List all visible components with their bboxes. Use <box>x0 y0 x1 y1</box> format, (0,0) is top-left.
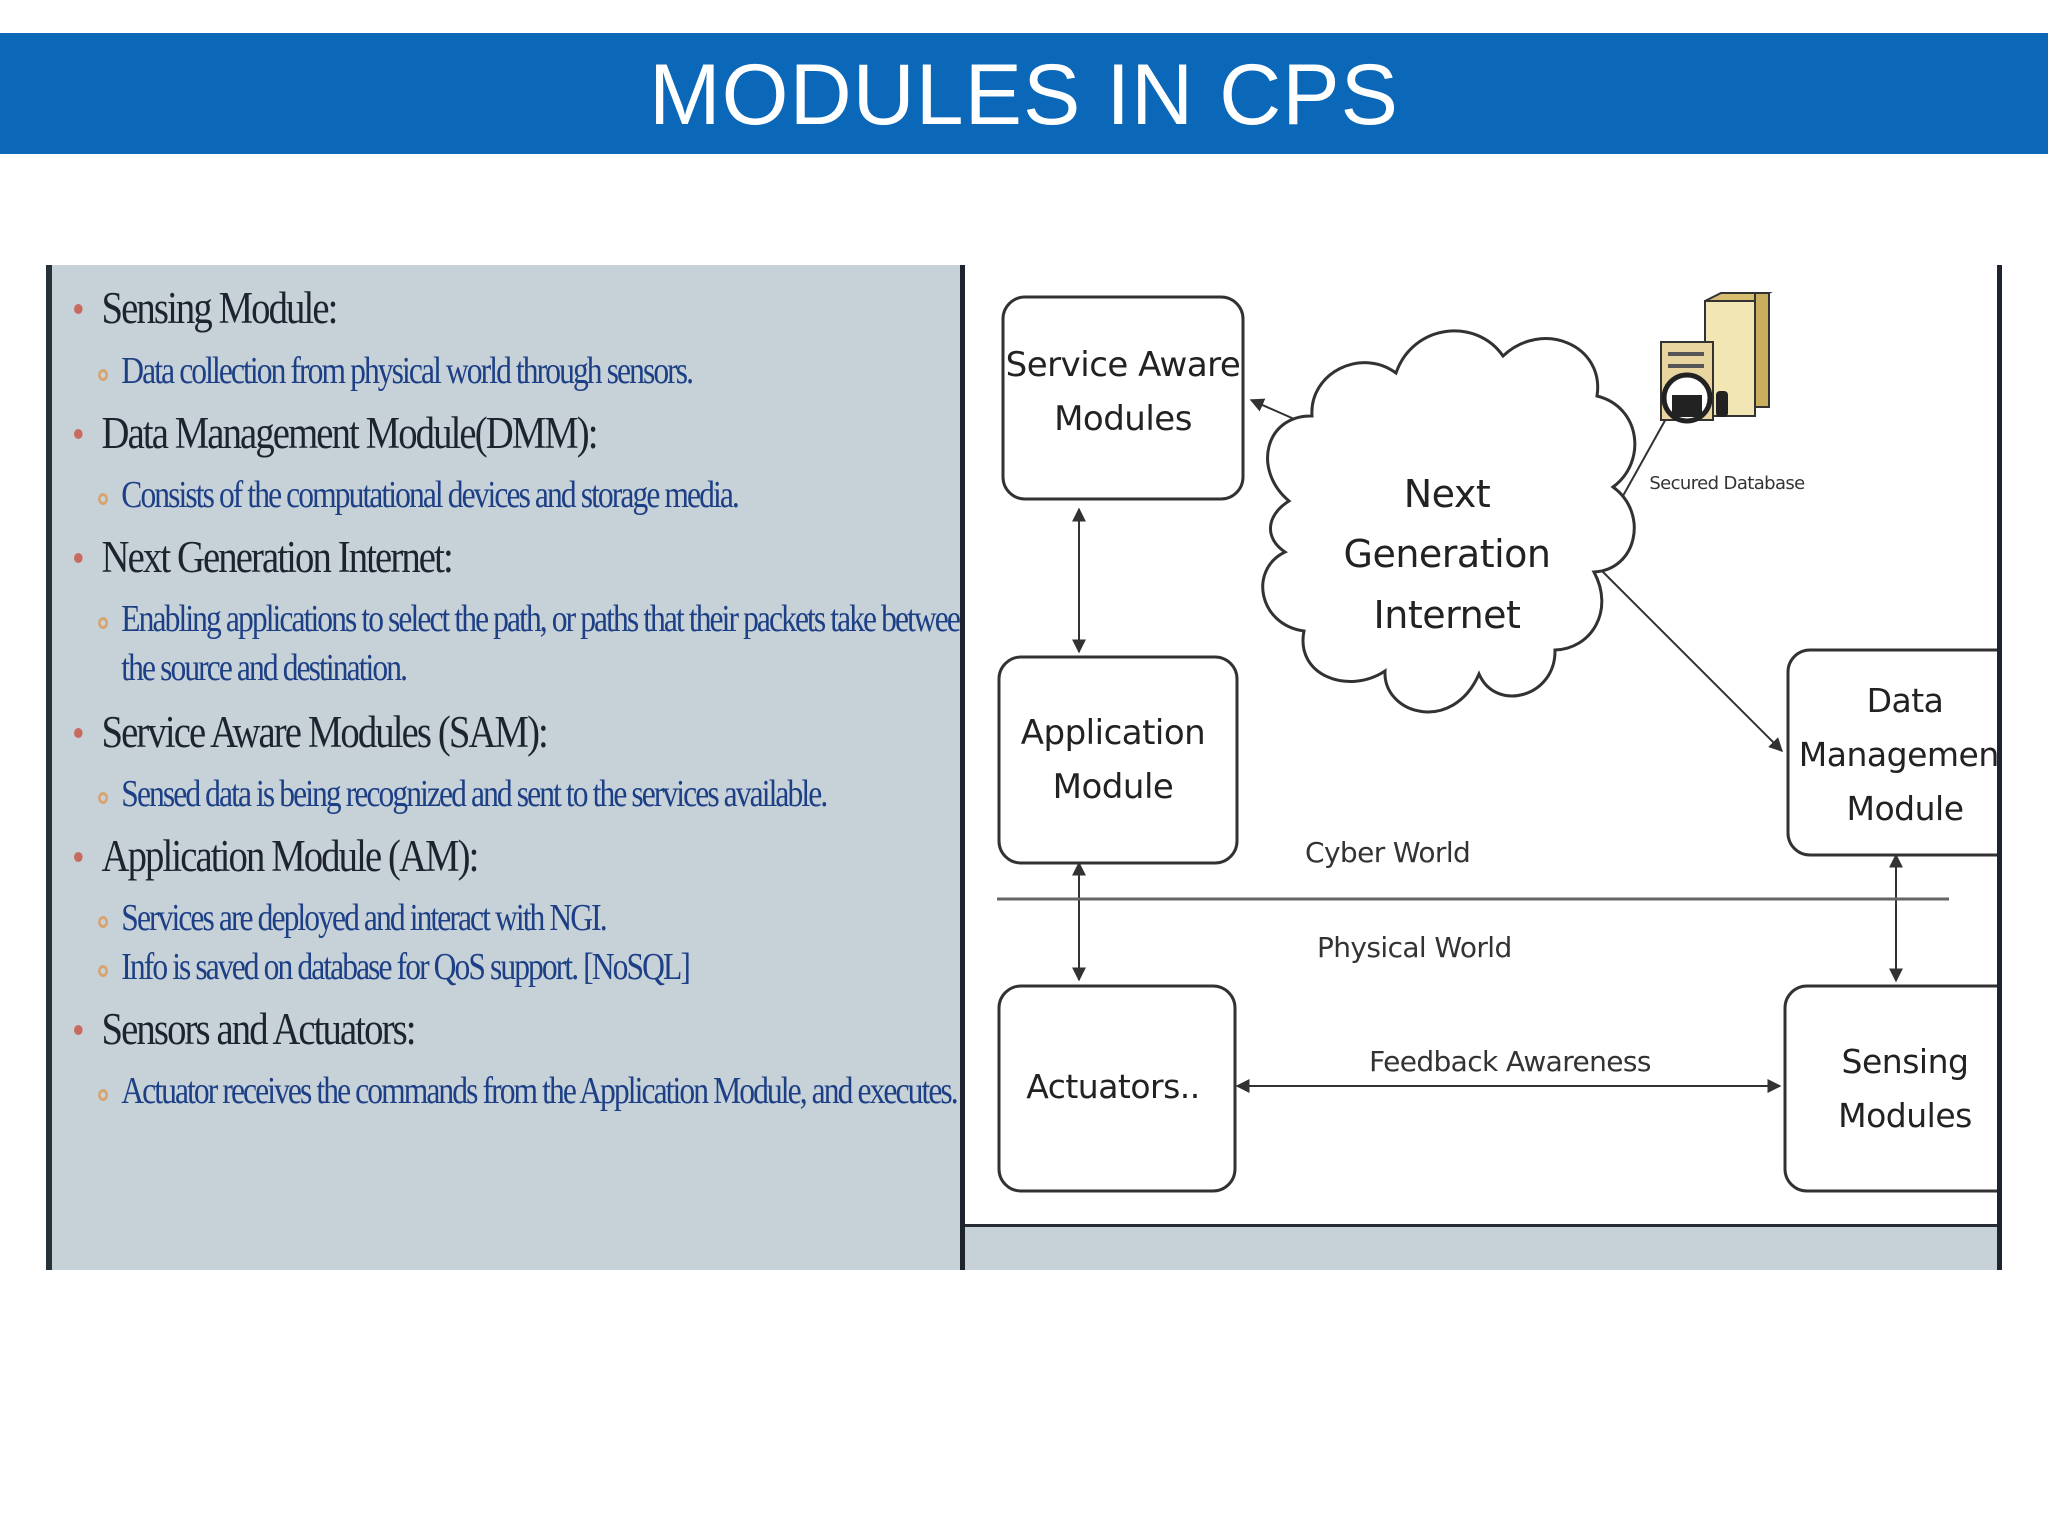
database-lock-body-icon <box>1672 395 1702 417</box>
secured-database-icon: Secured Database <box>1649 292 1806 494</box>
sensors-actuators-heading: Sensors and Actuators: <box>74 1004 960 1055</box>
service-aware-title: Service Aware Modules (SAM): <box>101 707 549 757</box>
application-module-description: Services are deployed and interact with … <box>121 897 607 939</box>
cloud-label-line-three: Internet <box>1374 593 1521 637</box>
sub-bullet-icon <box>98 965 109 977</box>
data-management-module-box: Data Management Module <box>1786 648 1997 857</box>
sensors-actuators-title: Sensors and Actuators: <box>101 1004 417 1054</box>
sensing-module-detail: Data collection from physical world thro… <box>74 347 951 396</box>
service-aware-heading: Service Aware Modules (SAM): <box>74 707 960 758</box>
slide-title: MODULES IN CPS <box>649 46 1399 143</box>
data-management-detail: Consists of the computational devices an… <box>74 471 951 520</box>
main-bullet-icon <box>74 1025 83 1035</box>
physical-world-label: Physical World <box>1317 931 1512 964</box>
sub-bullet-icon <box>98 617 109 629</box>
sensing-module-title: Sensing Module: <box>101 283 339 333</box>
sensing-label-line-one: Sensing <box>1842 1042 1969 1081</box>
secured-database-label: Secured Database <box>1649 473 1805 494</box>
data-management-label-line-one: Data <box>1867 681 1944 720</box>
sensors-actuators-description: Actuator receives the commands from the … <box>121 1070 958 1112</box>
application-module-box: Application Module <box>997 655 1239 865</box>
module-description-panel: Sensing Module: Data collection from phy… <box>46 265 960 1270</box>
sensing-module-heading: Sensing Module: <box>74 283 960 334</box>
service-aware-box-shape <box>1001 295 1245 501</box>
service-aware-detail: Sensed data is being recognized and sent… <box>74 770 951 819</box>
cloud-label-line-one: Next <box>1404 472 1491 516</box>
cloud-label-line-two: Generation <box>1344 532 1551 576</box>
title-bar: MODULES IN CPS <box>0 33 2048 154</box>
actuators-box-shape <box>997 984 1237 1193</box>
service-aware-label-line-two: Modules <box>1054 399 1192 439</box>
next-generation-detail: Enabling applications to select the path… <box>74 595 960 693</box>
data-management-box-shape <box>1786 648 1997 857</box>
cloud-data-management-arrow <box>1589 558 1783 752</box>
data-management-title: Data Management Module(DMM): <box>101 408 599 458</box>
application-label-line-one: Application <box>1021 713 1205 753</box>
sub-bullet-icon <box>98 916 109 928</box>
sensing-module-description: Data collection from physical world thro… <box>121 350 694 392</box>
cps-architecture-diagram: Service Aware Modules Application Module… <box>965 265 1997 1270</box>
service-aware-modules-box: Service Aware Modules <box>1001 295 1245 501</box>
content-frame: Sensing Module: Data collection from phy… <box>46 265 2002 1270</box>
service-aware-description: Sensed data is being recognized and sent… <box>121 773 828 815</box>
database-slot-icon <box>1668 364 1704 368</box>
data-management-label-line-two: Management <box>1799 735 1997 774</box>
diagram-bottom-strip <box>965 1224 1997 1270</box>
next-generation-heading: Next Generation Internet: <box>74 532 960 583</box>
actuators-box: Actuators.. <box>997 984 1237 1193</box>
application-module-heading: Application Module (AM): <box>74 831 960 882</box>
main-bullet-icon <box>74 728 83 738</box>
cyber-world-label: Cyber World <box>1305 836 1470 869</box>
database-server-side-icon <box>1754 292 1770 408</box>
sensing-box-shape <box>1783 984 1997 1193</box>
application-box-shape <box>997 655 1239 865</box>
next-generation-description: Enabling applications to select the path… <box>121 598 960 689</box>
main-bullet-icon <box>74 429 83 439</box>
sub-bullet-icon <box>98 369 109 381</box>
actuators-label: Actuators.. <box>1026 1067 1200 1106</box>
data-management-description: Consists of the computational devices an… <box>121 474 740 516</box>
sub-bullet-icon <box>98 493 109 505</box>
application-module-title: Application Module (AM): <box>101 831 480 881</box>
application-module-detail: Services are deployed and interact with … <box>74 894 951 943</box>
cloud-outline-icon <box>1261 329 1637 714</box>
main-bullet-icon <box>74 852 83 862</box>
database-slot-icon <box>1668 352 1704 356</box>
sensing-label-line-two: Modules <box>1838 1096 1972 1135</box>
application-label-line-two: Module <box>1053 767 1174 807</box>
sensors-actuators-detail: Actuator receives the commands from the … <box>74 1067 960 1116</box>
sub-bullet-icon <box>98 792 109 804</box>
sensing-modules-box: Sensing Modules <box>1783 984 1997 1193</box>
main-bullet-icon <box>74 553 83 563</box>
application-module-description: Info is saved on database for QoS suppor… <box>121 946 691 988</box>
data-management-heading: Data Management Module(DMM): <box>74 408 960 459</box>
main-bullet-icon <box>74 304 83 314</box>
cps-diagram-panel: Service Aware Modules Application Module… <box>960 265 2002 1270</box>
application-module-detail: Info is saved on database for QoS suppor… <box>74 943 951 992</box>
next-generation-title: Next Generation Internet: <box>101 532 454 582</box>
module-bullet-list: Sensing Module: Data collection from phy… <box>74 283 960 1116</box>
database-cylinder-icon <box>1716 391 1728 417</box>
data-management-label-line-three: Module <box>1847 789 1964 828</box>
feedback-awareness-label: Feedback Awareness <box>1369 1045 1651 1078</box>
next-generation-internet-cloud: Next Generation Internet <box>1261 329 1637 714</box>
service-aware-label-line-one: Service Aware <box>1006 345 1241 385</box>
sub-bullet-icon <box>98 1089 109 1101</box>
